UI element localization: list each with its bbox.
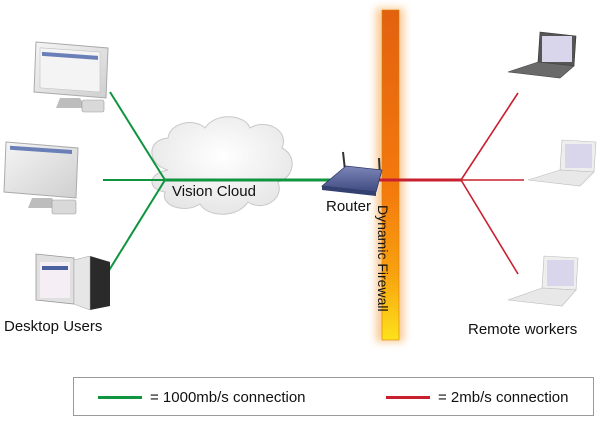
legend-text: = 1000mb/s connection: [150, 389, 306, 406]
desktop-tower-computer: [35, 253, 110, 311]
router-label: Router: [326, 198, 372, 215]
legend-item-slow: = 2mb/s connection: [386, 389, 569, 406]
desktop-computer-2: [3, 141, 79, 215]
laptop-computer-2: [527, 139, 597, 187]
link-desktop-1: [109, 91, 166, 181]
desktop-users-label: Desktop Users: [4, 318, 103, 335]
legend-text: = 2mb/s connection: [438, 389, 569, 406]
laptop-computer-1: [507, 31, 577, 79]
link-remote-3: [460, 179, 519, 275]
link-remote-1: [460, 92, 519, 181]
router-icon: [321, 151, 383, 196]
cloud-icon: [151, 116, 293, 215]
cloud-label: Vision Cloud: [172, 183, 256, 200]
legend-swatch-green: [98, 396, 142, 399]
legend-item-fast: = 1000mb/s connection: [98, 389, 306, 406]
fast-links: [103, 91, 332, 273]
desktop-computer-1: [33, 41, 109, 113]
legend-swatch-red: [386, 396, 430, 399]
firewall-label: Dynamic Firewall: [375, 205, 391, 312]
link-desktop-3: [107, 179, 166, 273]
laptop-computer-3: [507, 255, 579, 307]
slow-links: [376, 92, 524, 275]
legend: = 1000mb/s connection = 2mb/s connection: [73, 377, 594, 416]
firewall-bar: [381, 9, 400, 341]
remote-workers-label: Remote workers: [468, 321, 578, 338]
firewall: [376, 8, 404, 342]
